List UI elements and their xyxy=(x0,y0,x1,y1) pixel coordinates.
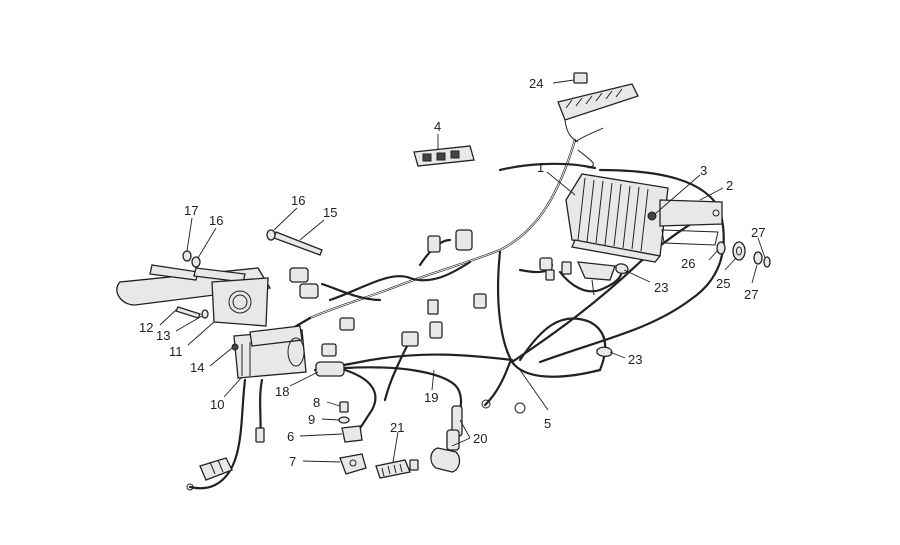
callout-17: 17 xyxy=(184,203,198,218)
sensor-lead-19 xyxy=(315,361,345,377)
callout-2: 2 xyxy=(726,178,733,193)
connector-strip-4 xyxy=(413,145,475,167)
callout-labels: 24 4 1 3 2 27 26 25 27 23 23 5 17 16 16 … xyxy=(139,76,765,469)
control-unit-1 xyxy=(565,173,669,263)
callout-22: 24 xyxy=(529,76,543,91)
callout-24: 25 xyxy=(716,276,730,291)
callout-16b: 16 xyxy=(291,193,305,208)
callout-9: 9 xyxy=(308,412,315,427)
callout-6: 6 xyxy=(287,429,294,444)
callout-27: 27 xyxy=(751,225,765,240)
bracket-2 xyxy=(659,199,723,246)
callout-19: 19 xyxy=(424,390,438,405)
regulator-mount xyxy=(576,261,616,296)
callout-13: 13 xyxy=(156,328,170,343)
leader-lines xyxy=(159,79,766,463)
harness-connectors xyxy=(186,229,572,491)
callout-25: 26 xyxy=(681,256,695,271)
callout-4: 4 xyxy=(434,119,441,134)
sensor-21 xyxy=(375,459,419,479)
relay-22 xyxy=(573,72,588,84)
switch-6-9 xyxy=(338,401,367,475)
callout-15: 15 xyxy=(323,205,337,220)
callout-16a: 16 xyxy=(209,213,223,228)
callout-3: 3 xyxy=(700,163,707,178)
callout-20: 20 xyxy=(473,431,487,446)
callout-10: 10 xyxy=(210,397,224,412)
callout-12: 12 xyxy=(139,320,153,335)
terminal-bottom-left xyxy=(199,427,265,481)
fuse-connector-block xyxy=(557,83,639,143)
mounting-plate-11 xyxy=(211,277,269,327)
clip-23b xyxy=(596,346,613,358)
callout-11: 11 xyxy=(169,344,183,359)
ignition-coil-10 xyxy=(231,325,307,379)
callout-7: 7 xyxy=(289,454,296,469)
callout-1: 1 xyxy=(537,160,544,175)
callout-14: 14 xyxy=(190,360,204,375)
tubes-12-17 xyxy=(116,229,323,319)
callout-21: 21 xyxy=(390,420,404,435)
callout-23b: 23 xyxy=(628,352,642,367)
clip-23a xyxy=(615,263,629,275)
callout-5: 5 xyxy=(544,416,551,431)
callout-8: 8 xyxy=(313,395,320,410)
plug-caps-20 xyxy=(430,405,463,473)
callout-18: 18 xyxy=(275,384,289,399)
callout-23a: 23 xyxy=(654,280,668,295)
fastener-stack-24-27 xyxy=(716,241,771,268)
callout-26: 27 xyxy=(744,287,758,302)
